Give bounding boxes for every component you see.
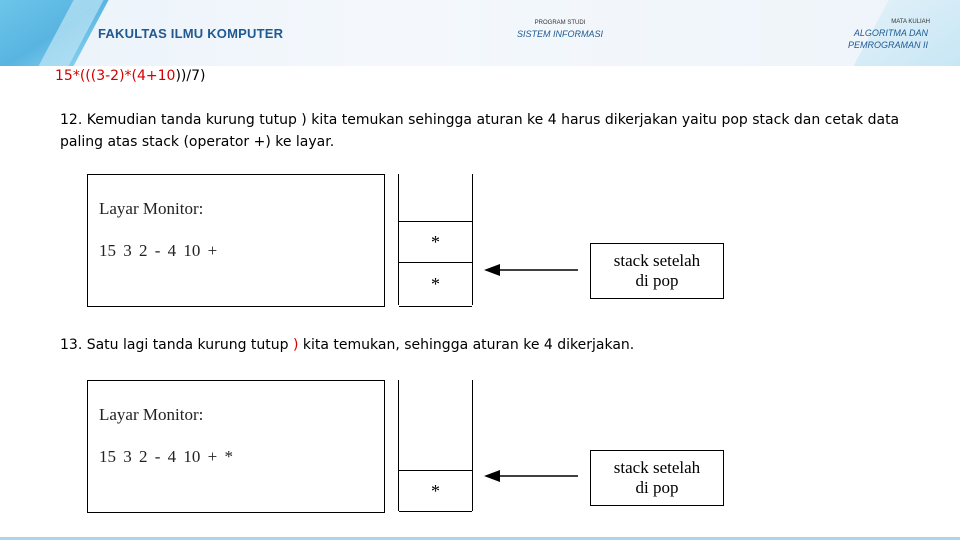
monitor-box-1: Layar Monitor: 15 3 2 - 4 10 +: [87, 174, 385, 307]
stack-2: *: [398, 380, 473, 512]
monitor-title: Layar Monitor:: [99, 405, 204, 424]
monitor-box-2: Layar Monitor: 15 3 2 - 4 10 + *: [87, 380, 385, 513]
step-13-text: 13. Satu lagi tanda kurung tutup ) kita …: [60, 334, 930, 356]
infix-expression: 15*(((3-2)*(4+10))/7): [55, 68, 205, 84]
expression-highlight: )): [175, 68, 187, 84]
note-line1: stack setelah: [613, 251, 701, 270]
course-value-line1: ALGORITMA DAN: [853, 28, 928, 38]
course-value: ALGORITMA DAN PEMROGRAMAN II: [800, 27, 928, 51]
course-value-line2: PEMROGRAMAN II: [847, 40, 928, 50]
stack-1: * *: [398, 174, 473, 307]
note-box-2: stack setelah di pop: [590, 450, 724, 506]
monitor-output: 15 3 2 - 4 10 + *: [99, 447, 233, 466]
step-13-after: kita temukan, sehingga aturan ke 4 diker…: [298, 337, 635, 353]
footer-bar: [0, 537, 960, 540]
step-13-highlight: ): [293, 337, 299, 353]
note-line1: stack setelah: [613, 458, 701, 477]
expression-prefix: 15*(((3-2)*(4+10: [55, 68, 176, 84]
stack-cell: *: [399, 262, 472, 307]
slide-header: FAKULTAS ILMU KOMPUTER PROGRAM STUDI SIS…: [0, 0, 960, 66]
step-12-text: 12. Kemudian tanda kurung tutup ) kita t…: [60, 112, 900, 150]
arrow-left-icon: [484, 470, 578, 482]
arrow-left-icon: [484, 264, 578, 276]
faculty-name: FAKULTAS ILMU KOMPUTER: [98, 26, 284, 41]
step-13-before: 13. Satu lagi tanda kurung tutup: [60, 337, 293, 353]
stack-cell: *: [399, 221, 472, 262]
note-box-1: stack setelah di pop: [590, 243, 724, 299]
stack-cell: *: [399, 470, 472, 512]
note-line2: di pop: [635, 271, 679, 290]
note-line2: di pop: [635, 478, 679, 497]
monitor-title: Layar Monitor:: [99, 199, 204, 218]
expression-suffix: /7): [186, 68, 206, 84]
monitor-output: 15 3 2 - 4 10 +: [99, 241, 218, 260]
course-label: MATA KULIAH: [891, 19, 930, 25]
program-value: SISTEM INFORMASI: [516, 29, 603, 39]
program-label: PROGRAM STUDI: [534, 20, 586, 26]
